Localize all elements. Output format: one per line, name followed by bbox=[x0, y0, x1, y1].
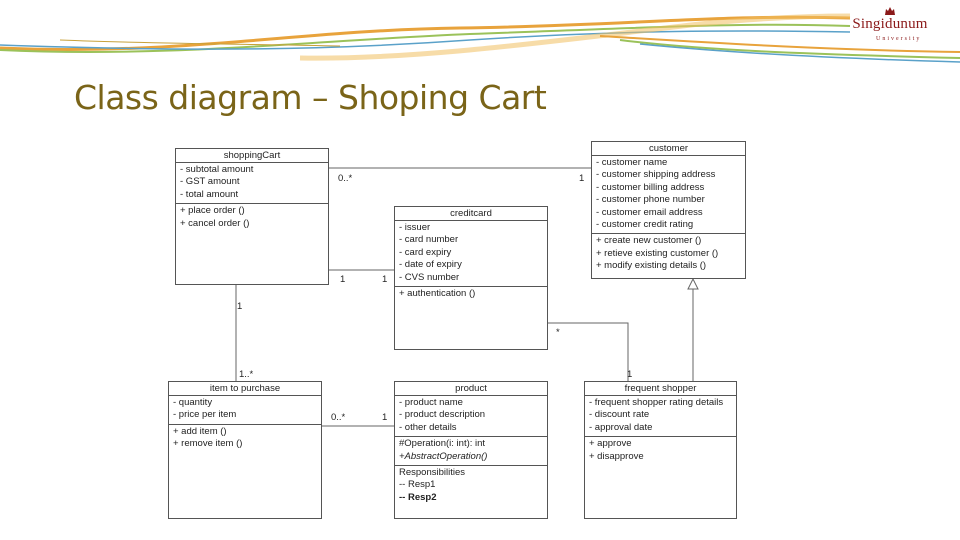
multiplicity-label: 1 bbox=[579, 173, 584, 184]
operation: + place order () bbox=[180, 205, 324, 217]
operation: #Operation(i: int): int bbox=[399, 438, 543, 450]
operations: + add item () + remove item () bbox=[169, 425, 321, 453]
operation: + authentication () bbox=[399, 288, 543, 300]
operation: + retieve existing customer () bbox=[596, 248, 741, 260]
multiplicity-label: 1..* bbox=[239, 369, 253, 380]
attribute: - customer email address bbox=[596, 207, 741, 219]
multiplicity-label: 0..* bbox=[331, 412, 345, 423]
class-name: creditcard bbox=[395, 207, 547, 221]
attribute: - product description bbox=[399, 409, 543, 421]
generalization-arrowhead bbox=[688, 279, 698, 289]
operations: + place order () + cancel order () bbox=[176, 204, 328, 232]
multiplicity-label: 1 bbox=[237, 301, 242, 312]
class-shopping-cart[interactable]: shoppingCart - subtotal amount - GST amo… bbox=[175, 148, 329, 285]
attribute: - other details bbox=[399, 422, 543, 434]
operation: + remove item () bbox=[173, 438, 317, 450]
attribute: - card number bbox=[399, 234, 543, 246]
class-name: frequent shopper bbox=[585, 382, 736, 396]
operation: + add item () bbox=[173, 426, 317, 438]
multiplicity-label: 1 bbox=[382, 274, 387, 285]
attribute: - subtotal amount bbox=[180, 164, 324, 176]
multiplicity-label: 0..* bbox=[338, 173, 352, 184]
attribute: - issuer bbox=[399, 222, 543, 234]
attributes: - customer name - customer shipping addr… bbox=[592, 156, 745, 234]
operations: + authentication () bbox=[395, 287, 547, 302]
attribute: - frequent shopper rating details bbox=[589, 397, 732, 409]
attribute: - approval date bbox=[589, 422, 732, 434]
class-creditcard[interactable]: creditcard - issuer - card number - card… bbox=[394, 206, 548, 350]
attribute: - GST amount bbox=[180, 176, 324, 188]
operation: + modify existing details () bbox=[596, 260, 741, 272]
multiplicity-label: 1 bbox=[382, 412, 387, 423]
operations: + create new customer () + retieve exist… bbox=[592, 234, 745, 274]
responsibilities: Responsibilities -- Resp1 -- Resp2 bbox=[395, 466, 547, 506]
class-product[interactable]: product - product name - product descrip… bbox=[394, 381, 548, 519]
multiplicity-label: 1 bbox=[340, 274, 345, 285]
multiplicity-label: * bbox=[556, 327, 560, 338]
attributes: - product name - product description - o… bbox=[395, 396, 547, 437]
attribute: - customer name bbox=[596, 157, 741, 169]
attribute: - card expiry bbox=[399, 247, 543, 259]
responsibility: -- Resp1 bbox=[399, 479, 543, 491]
class-frequent-shopper[interactable]: frequent shopper - frequent shopper rati… bbox=[584, 381, 737, 519]
attributes: - quantity - price per item bbox=[169, 396, 321, 425]
attributes: - subtotal amount - GST amount - total a… bbox=[176, 163, 328, 204]
operation: + create new customer () bbox=[596, 235, 741, 247]
attribute: - customer billing address bbox=[596, 182, 741, 194]
attribute: - total amount bbox=[180, 189, 324, 201]
attribute: - customer credit rating bbox=[596, 219, 741, 231]
attribute: - CVS number bbox=[399, 272, 543, 284]
class-name: customer bbox=[592, 142, 745, 156]
operation: + approve bbox=[589, 438, 732, 450]
attribute: - date of expiry bbox=[399, 259, 543, 271]
operations: + approve + disapprove bbox=[585, 437, 736, 465]
attribute: - discount rate bbox=[589, 409, 732, 421]
attributes: - issuer - card number - card expiry - d… bbox=[395, 221, 547, 287]
class-item-to-purchase[interactable]: item to purchase - quantity - price per … bbox=[168, 381, 322, 519]
attribute: - price per item bbox=[173, 409, 317, 421]
attribute: - product name bbox=[399, 397, 543, 409]
class-name: item to purchase bbox=[169, 382, 321, 396]
operation: + cancel order () bbox=[180, 218, 324, 230]
class-name: shoppingCart bbox=[176, 149, 328, 163]
responsibility: -- Resp2 bbox=[399, 492, 543, 504]
class-customer[interactable]: customer - customer name - customer ship… bbox=[591, 141, 746, 279]
assoc-creditcard-shopper bbox=[548, 323, 628, 381]
attribute: - customer phone number bbox=[596, 194, 741, 206]
attributes: - frequent shopper rating details - disc… bbox=[585, 396, 736, 437]
multiplicity-label: 1 bbox=[627, 369, 632, 380]
operations: #Operation(i: int): int +AbstractOperati… bbox=[395, 437, 547, 466]
operation: + disapprove bbox=[589, 451, 732, 463]
attribute: - customer shipping address bbox=[596, 169, 741, 181]
attribute: - quantity bbox=[173, 397, 317, 409]
class-name: product bbox=[395, 382, 547, 396]
responsibilities-heading: Responsibilities bbox=[399, 467, 543, 479]
abstract-operation: +AbstractOperation() bbox=[399, 451, 543, 463]
